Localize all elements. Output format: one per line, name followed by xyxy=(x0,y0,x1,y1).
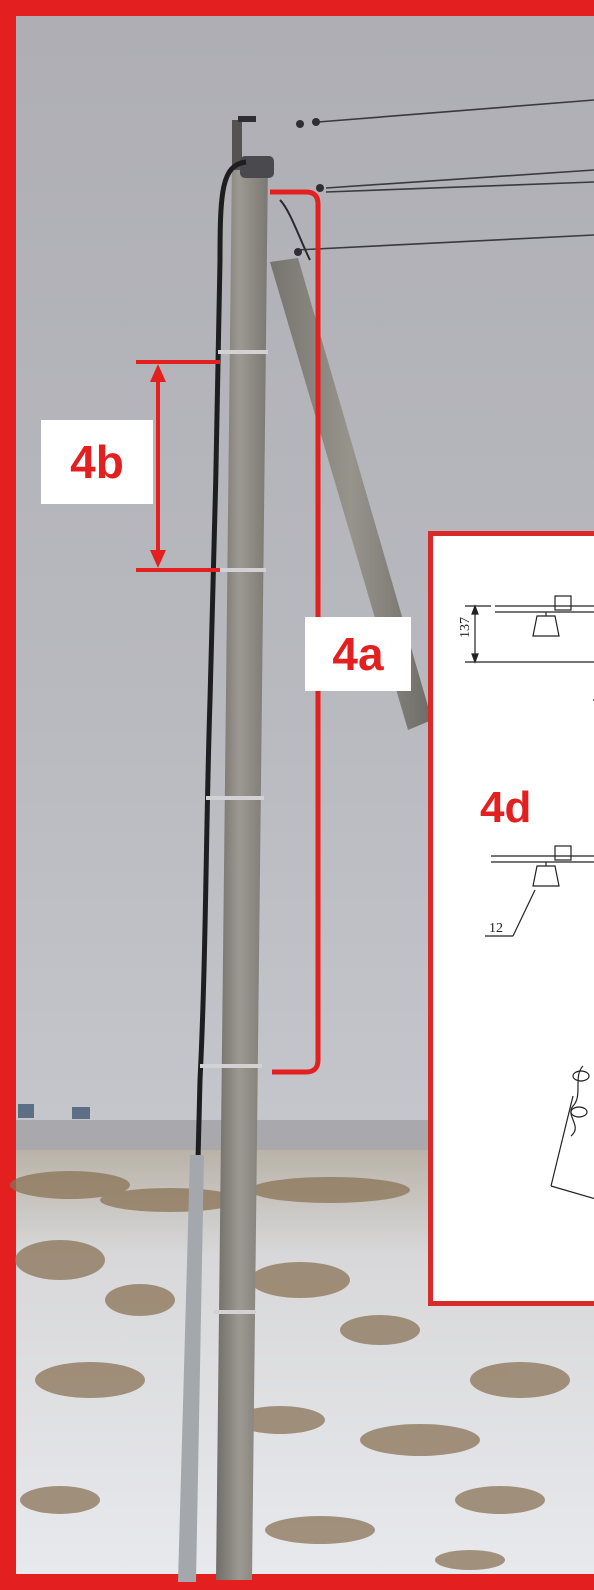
overhead-wires xyxy=(295,99,594,251)
protective-pipe xyxy=(178,1155,204,1582)
arrow-up-icon xyxy=(150,364,166,382)
label-4a: 4a xyxy=(305,617,411,691)
pole-hardware xyxy=(238,116,324,256)
technical-drawing: 137 12 xyxy=(458,595,594,1200)
distant-building xyxy=(72,1107,90,1119)
downlead-cable xyxy=(195,159,247,1161)
cable-clamps xyxy=(200,350,268,1314)
spacing-4b-dimension xyxy=(136,360,220,572)
dimension-137: 137 xyxy=(458,617,473,638)
strut-pole xyxy=(270,258,432,730)
grass-patches xyxy=(10,1171,570,1570)
jumper-wire xyxy=(279,199,311,261)
label-4b: 4b xyxy=(41,420,153,504)
arrow-down-icon xyxy=(150,550,166,568)
label-4d: 4d xyxy=(480,783,532,832)
technical-drawing-inset: 137 12 xyxy=(428,531,594,1306)
concrete-pole xyxy=(216,160,268,1580)
callout-12: 12 xyxy=(489,921,503,936)
pole-top-bracket xyxy=(232,120,242,170)
distant-building xyxy=(18,1104,34,1118)
